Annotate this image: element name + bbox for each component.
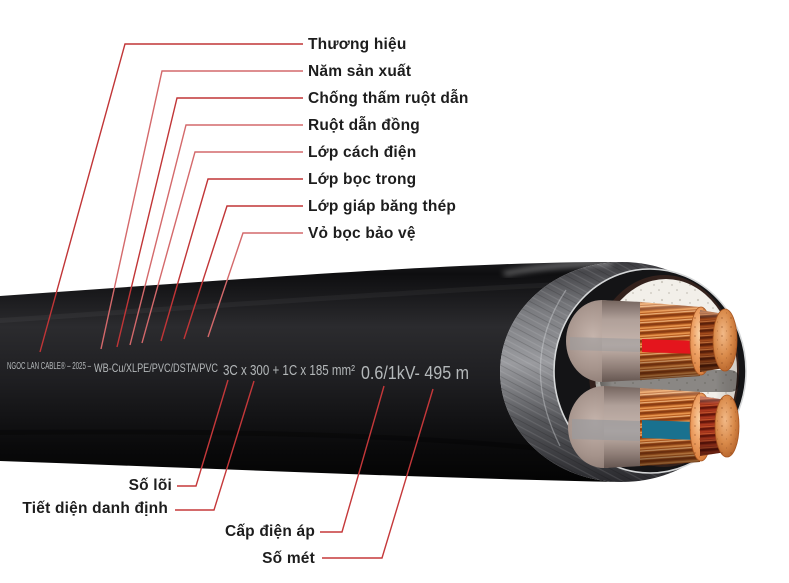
conductor-top-left xyxy=(566,300,713,382)
leader-line-cross-section xyxy=(175,380,255,511)
label-inner-sheath: Lớp bọc trong xyxy=(308,171,417,188)
label-core-count: Số lõi xyxy=(128,477,172,494)
conductor-bottom-left xyxy=(568,386,713,468)
marking-voltage-meter: 0.6/1kV- 495 m xyxy=(361,363,469,383)
leader-line-steel-armor xyxy=(183,205,303,340)
label-copper-conductor: Ruột dẫn đồng xyxy=(308,117,420,134)
label-water-blocking: Chống thấm ruột dẫn xyxy=(308,90,469,107)
cable-marking-text: NGOC LAN CABLE® – 2025 – WB-Cu/XLPE/PVC/… xyxy=(7,361,469,383)
leader-line-core-count xyxy=(177,379,229,487)
specular-highlight xyxy=(502,260,612,276)
label-outer-sheath: Vỏ bọc bảo vệ xyxy=(308,225,416,242)
leader-line-inner-sheath xyxy=(160,178,303,342)
label-brand: Thương hiệu xyxy=(308,36,407,53)
label-year: Năm sản xuất xyxy=(308,63,412,80)
steel-tape-wrap-edge xyxy=(539,289,567,447)
leader-line-insulation xyxy=(141,151,303,344)
phase-stripe-red xyxy=(642,339,698,354)
label-steel-armor: Lớp giáp băng thép xyxy=(308,198,457,215)
marking-brand-year: NGOC LAN CABLE® – 2025 – xyxy=(7,361,91,372)
leader-lines xyxy=(39,43,434,559)
marker-stripe-gray xyxy=(572,419,642,441)
marker-stripe-gray xyxy=(570,337,642,352)
leader-line-water-blocking xyxy=(116,97,303,348)
cable-cut-face xyxy=(500,260,747,482)
label-meter-mark: Số mét xyxy=(262,550,315,567)
conductor-bottom-right xyxy=(700,394,740,458)
leader-line-outer-sheath xyxy=(207,232,303,338)
label-voltage: Cấp điện áp xyxy=(224,523,315,540)
leader-line-copper-conductor xyxy=(129,124,303,346)
leader-line-meter-mark xyxy=(322,388,434,559)
leader-line-voltage xyxy=(320,385,385,533)
label-cross-section: Tiết diện danh định xyxy=(22,500,168,517)
label-insulation: Lớp cách điện xyxy=(308,144,417,161)
cable-body xyxy=(0,261,622,482)
leader-line-year xyxy=(100,70,303,350)
marking-cores-section: 3C x 300 + 1C x 185 mm² xyxy=(223,363,355,379)
leader-line-brand xyxy=(39,43,303,353)
marking-construction-codes: WB-Cu/XLPE/PVC/DSTA/PVC xyxy=(94,361,218,375)
phase-stripe-blue xyxy=(642,420,696,440)
conductor-top-right xyxy=(700,308,738,372)
